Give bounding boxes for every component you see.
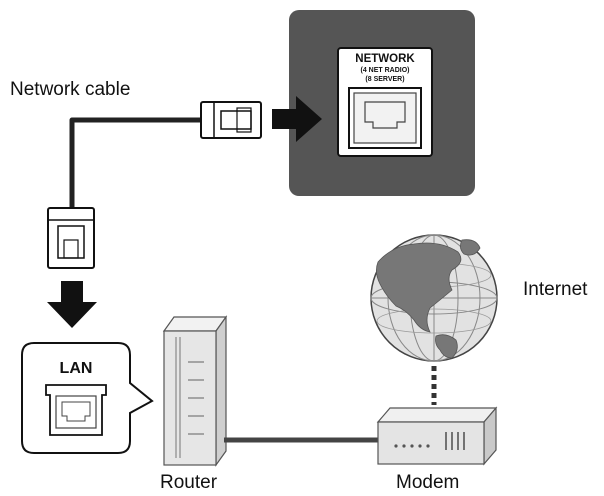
internet-label: Internet [523, 279, 588, 300]
arrow-right-icon [272, 96, 322, 142]
ethernet-port-icon [348, 87, 422, 149]
port-subtitle-2: (8 SERVER) [365, 76, 404, 83]
lan-title: LAN [60, 360, 93, 377]
modem-icon [376, 406, 498, 466]
rj45-plug-icon [200, 101, 262, 139]
rj45-plug-icon [47, 207, 95, 269]
lan-callout: LAN [21, 342, 154, 454]
network-cable-label: Network cable [10, 79, 131, 100]
globe-icon [370, 234, 498, 362]
router-icon [162, 315, 228, 467]
network-cable-line [69, 117, 204, 210]
port-title: NETWORK [355, 53, 415, 65]
network-port-plate: NETWORK (4 NET RADIO) (8 SERVER) [337, 47, 433, 157]
ethernet-port-icon [45, 384, 107, 436]
port-subtitle-1: (4 NET RADIO) [361, 67, 410, 74]
modem-label: Modem [396, 472, 460, 493]
router-label: Router [160, 472, 218, 493]
arrow-down-icon [47, 281, 97, 328]
